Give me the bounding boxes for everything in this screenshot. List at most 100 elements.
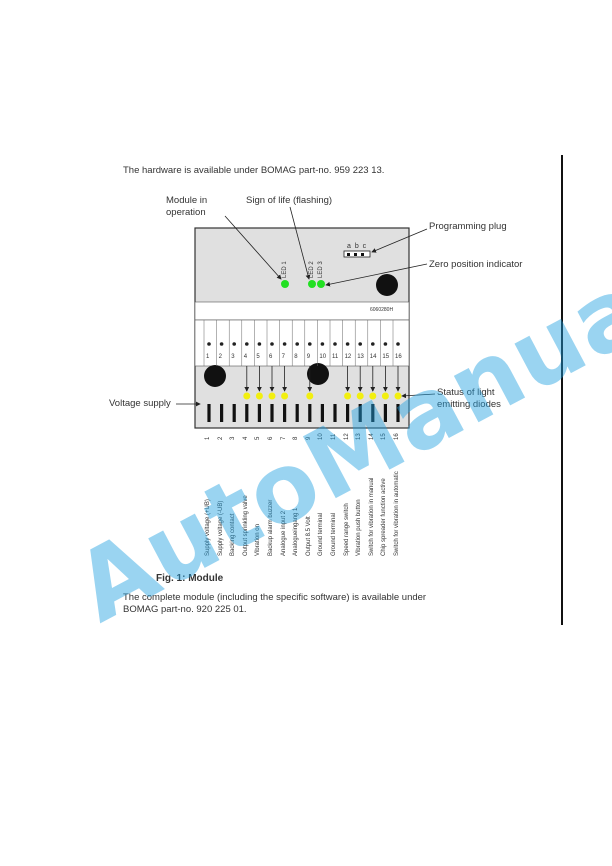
knob-left [204,365,226,387]
callout-zero-position: Zero position indicator [429,259,523,270]
arrow-module-operation [224,215,282,280]
terminal-function-label: Chip spreader function active [381,478,388,556]
arrow-sign-of-life [289,206,311,280]
status-led [255,392,263,400]
callout-status-leds-1: Status of light [437,387,495,398]
terminal-symbol [396,342,400,346]
terminal-function-label: Output sprinkling valve [242,495,249,556]
terminal-slot [358,404,362,422]
terminal-bottom-number: 4 [242,436,249,440]
terminal-bottom-number: 15 [381,433,388,440]
led-2 [308,280,316,288]
callout-programming-plug: Programming plug [429,221,507,232]
terminal-function-label: Supply voltage (-UB) [217,500,224,556]
plug-pin [361,253,364,256]
terminal-number: 7 [281,354,285,360]
terminal-function-label: Supply voltage (+UB) [205,499,211,556]
terminal-slot [245,404,249,422]
figure-caption: Fig. 1: Module [156,573,224,584]
terminal-number: 11 [332,354,339,360]
callout-module-operation-1: Module in [166,195,208,206]
terminal-symbol [270,342,274,346]
status-led [281,392,289,400]
terminal-bottom-number: 7 [280,436,287,440]
terminal-function-label: Speed range switch [343,503,350,556]
plug-pin [354,253,357,256]
callout-voltage-supply: Voltage supply [109,398,171,409]
terminal-bottom-number: 1 [205,436,211,440]
terminal-number: 4 [243,354,248,360]
terminal-symbol [207,342,211,346]
terminal-bottom-number: 5 [255,436,262,440]
terminal-function-label: Analogueingang 1 [293,507,300,556]
led-1 [281,280,289,288]
terminal-function-label: Backup alarm buzzer [268,499,274,556]
terminal-symbol [358,342,363,346]
terminal-slot [207,404,211,422]
arrow-zero-position [325,263,428,287]
status-led [306,392,314,400]
intro-text: The hardware is available under BOMAG pa… [123,165,385,176]
terminal-slot [383,404,387,422]
terminal-number: 15 [382,354,390,360]
terminal-function-label: Backing contact [230,513,237,556]
plug-pin [347,253,350,256]
footer-text-1: The complete module (including the speci… [123,592,427,603]
status-led [344,392,352,400]
status-led [369,392,377,400]
terminal-label-strip [194,319,410,367]
terminal-slot [232,404,236,422]
terminal-number: 3 [231,354,235,360]
terminal-number: 1 [206,354,210,360]
status-led [243,392,251,400]
terminal-symbol [345,342,350,346]
terminal-symbol [295,342,300,346]
terminal-group [203,320,402,422]
terminal-symbol [282,342,287,346]
terminal-bottom-number: 9 [305,436,312,440]
terminal-number: 8 [294,354,298,360]
terminal-bottom-number: 3 [230,436,237,440]
terminal-bottom-number: 11 [331,433,337,440]
led-3 [317,280,325,288]
callout-status-leds-2: emitting diodes [437,399,501,410]
terminal-number: 2 [218,354,222,360]
arrow-programming-plug [371,228,428,253]
status-led [356,392,364,400]
page-margin-rule [561,155,563,625]
terminal-slot [396,404,400,422]
terminal-function-label: Switch for vibration in automatic [394,471,400,556]
terminal-symbol [333,342,337,346]
terminal-bottom-number: 2 [217,436,224,440]
terminal-number: 10 [319,354,327,360]
terminal-function-label: Vibration on [255,524,262,556]
led-2-label: LED 2 [309,261,315,278]
terminal-symbol [245,342,249,346]
terminal-slot [371,404,375,422]
plug-pin-letters: a b c [347,243,368,250]
terminal-symbol [232,342,236,346]
plug-pins [347,253,364,256]
knob-center [307,363,329,385]
terminal-slot [295,404,299,422]
terminal-symbol [383,342,388,346]
terminal-bottom-number: 6 [268,436,274,440]
terminal-slot [220,404,224,422]
terminal-symbol [308,342,312,346]
terminal-number: 5 [256,354,260,360]
terminal-slot [270,404,274,422]
terminal-slot [283,404,287,422]
terminal-bottom-number: 8 [293,436,300,440]
status-led [381,392,389,400]
led-3-label: LED 3 [318,261,324,278]
terminal-bottom-number: 16 [394,433,400,440]
led-1-label: LED 1 [282,261,288,278]
terminal-slot [346,404,350,422]
terminal-number: 12 [344,354,352,360]
module-serial: 6060280H [370,307,394,313]
terminal-symbol [371,342,375,346]
terminal-number: 14 [369,354,377,360]
terminal-number: 16 [395,354,402,360]
terminal-function-label: Ground terminal [318,512,325,556]
